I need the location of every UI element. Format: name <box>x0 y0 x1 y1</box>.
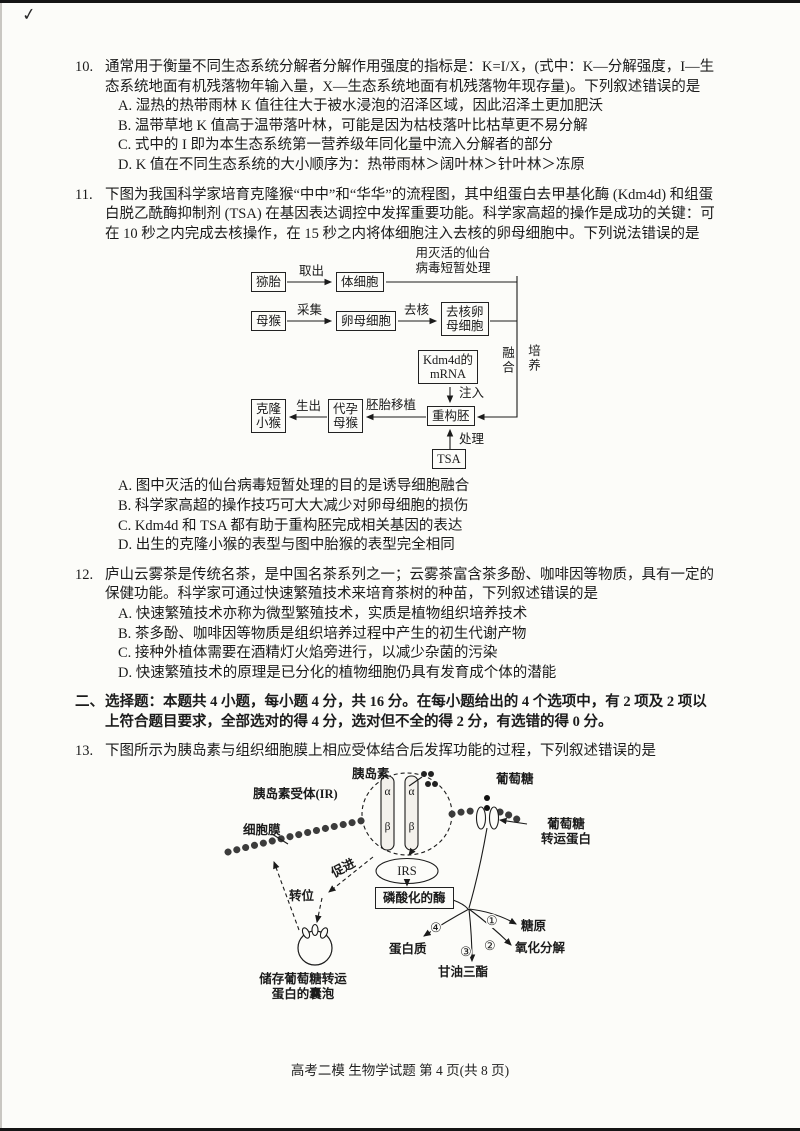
scan-check-mark: ✓ <box>20 4 38 25</box>
question-11-option-d: D. 出生的克隆小猴的表型与图中胎猴的表型完全相同 <box>118 537 455 554</box>
glucose-transporter-left <box>475 806 487 830</box>
enucleated-oocyte-box: 去核卵 母细胞 <box>441 302 489 337</box>
question-13-stem: 下图所示为胰岛素与组织细胞膜上相应受体结合后发挥功能的过程，下列叙述错误的是 <box>105 743 656 760</box>
glucose-transporter-right <box>488 806 500 830</box>
oocyte-box: 卵母细胞 <box>336 311 397 332</box>
inject-label: 注入 <box>459 386 485 401</box>
circled-2: ② <box>484 938 496 954</box>
question-10-option-a: A. 湿热的热带雨林 K 值往往大于被水浸泡的沼泽区域，因此沼泽土更加肥沃 <box>118 98 603 115</box>
insulin-signaling-diagram: α α β β IRS 胰岛素 葡萄糖 胰岛素受体(IR) 细胞膜 葡萄糖 转运… <box>75 762 717 1017</box>
insulin-molecules <box>421 771 438 788</box>
embryo-transfer-label: 胚胎移植 <box>366 398 417 413</box>
question-12-option-b: B. 茶多酚、咖啡因等物质是组织培养过程中产生的初生代谢产物 <box>118 625 527 642</box>
page-content: 10. 通常用于衡量不同生态系统分解者分解作用强度的指标是：K=I/X，(式中：… <box>75 58 717 1027</box>
cloned-monkey-box: 克隆 小猴 <box>251 399 287 434</box>
enucleate-label: 去核 <box>404 303 430 318</box>
insulin-diagram-shapes: α α β β IRS <box>224 771 528 966</box>
question-10: 10. 通常用于衡量不同生态系统分解者分解作用强度的指标是：K=I/X，(式中：… <box>75 58 717 176</box>
monkey-fetus-box: 猕胎 <box>251 272 287 293</box>
kdm4d-mrna-box: Kdm4d的 mRNA <box>418 350 479 385</box>
question-10-option-c: C. 式中的 I 即为本生态系统第一营养级年同化量中流入分解者的部分 <box>118 137 553 154</box>
irs-label: IRS <box>397 864 417 878</box>
mother-monkey-box: 母猴 <box>251 311 287 332</box>
translocate-label: 转位 <box>289 889 315 904</box>
glucose-molecules <box>484 795 490 812</box>
page-footer: 高考二模 生物学试题 第 4 页(共 8 页) <box>290 1063 510 1078</box>
reconstructed-embryo-box: 重构胚 <box>427 406 475 427</box>
surrogate-mother-box: 代孕 母猴 <box>328 399 364 434</box>
alpha-subunit-label-left: α <box>384 786 390 798</box>
question-10-option-d: D. K 值在不同生态系统的大小顺序为：热带雨林＞阔叶林＞针叶林＞冻原 <box>118 156 585 173</box>
glucose-label: 葡萄糖 <box>496 772 534 787</box>
question-13-number: 13. <box>75 743 94 760</box>
question-11-stem: 下图为我国科学家培育克隆猴“中中”和“华华”的流程图，其中组蛋白去甲基化酶 (K… <box>105 186 715 242</box>
promote-translocate-arrows <box>273 856 374 931</box>
insulin-label: 胰岛素 <box>352 767 390 782</box>
glucose-transporter-label: 葡萄糖 转运蛋白 <box>540 817 591 847</box>
question-11-option-b: B. 科学家高超的操作技巧可大大减少对卵母细胞的损伤 <box>118 497 469 514</box>
fuse-label: 融合 <box>500 346 514 376</box>
section-2-instructions: 选择题：本题共 4 小题，每小题 4 分，共 16 分。在每小题给出的 4 个选… <box>105 694 707 730</box>
section-2-number: 二、 <box>75 694 104 711</box>
culture-label: 培养 <box>526 344 540 374</box>
treat-label: 处理 <box>459 432 485 447</box>
insulin-receptor-label: 胰岛素受体(IR) <box>253 787 338 802</box>
oxidation-label: 氧化分解 <box>515 941 566 956</box>
question-12-option-c: C. 接种外植体需要在酒精灯火焰旁进行，以减少杂菌的污染 <box>118 645 498 662</box>
question-10-option-b: B. 温带草地 K 值高于温带落叶林，可能是因为枯枝落叶比枯草更不易分解 <box>118 117 588 134</box>
transporter-pointer-arrow <box>498 817 528 825</box>
birth-label: 生出 <box>296 399 322 414</box>
tsa-box: TSA <box>432 449 466 470</box>
section-2-header: 二、 选择题：本题共 4 小题，每小题 4 分，共 16 分。在每小题给出的 4… <box>75 693 717 732</box>
question-12-option-a: A. 快速繁殖技术亦称为微型繁殖技术，实质是植物组织培养技术 <box>118 605 528 622</box>
receptor-bar-left <box>380 775 395 851</box>
sendai-virus-label: 用灭活的仙台 病毒短暂处理 <box>415 246 491 276</box>
take-out-label: 取出 <box>299 264 325 279</box>
phosphorylated-enzyme-box: 磷酸化的酶 <box>375 887 454 910</box>
membrane-label: 细胞膜 <box>243 823 281 838</box>
circled-1: ① <box>486 913 498 929</box>
question-11-option-a: A. 图中灭活的仙台病毒短暂处理的目的是诱导细胞融合 <box>118 478 470 495</box>
cloning-flowchart-arrows <box>287 276 518 450</box>
question-11: 11. 下图为我国科学家培育克隆猴“中中”和“华华”的流程图，其中组蛋白去甲基化… <box>75 186 717 556</box>
insulin-binding-line <box>408 776 423 787</box>
circled-4: ④ <box>430 920 442 936</box>
question-10-number: 10. <box>75 59 94 75</box>
arrow-fusion-to-embryo <box>476 276 518 421</box>
question-11-number: 11. <box>75 186 93 203</box>
cell-membrane <box>224 807 528 856</box>
protein-label: 蛋白质 <box>389 942 427 957</box>
glucose-path <box>468 827 488 909</box>
beta-subunit-label-left: β <box>385 821 391 833</box>
vesicle-transporters <box>301 924 329 939</box>
question-11-option-c: C. Kdm4d 和 TSA 都有助于重构胚完成相关基因的表达 <box>118 517 463 534</box>
branch-triglyceride <box>468 909 476 963</box>
cloning-flowchart: 用灭活的仙台 病毒短暂处理 猕胎 取出 体细胞 母猴 采集 卵母细胞 去核 去核… <box>75 244 717 477</box>
storage-vesicle-label: 储存葡萄糖转运 蛋白的囊泡 <box>259 972 347 1002</box>
question-13: 13. 下图所示为胰岛素与组织细胞膜上相应受体结合后发挥功能的过程，下列叙述错误… <box>75 742 717 1017</box>
somatic-cell-box: 体细胞 <box>336 272 384 293</box>
question-12: 12. 庐山云雾茶是传统名茶，是中国名茶系列之一；云雾茶富含茶多酚、咖啡因等物质… <box>75 566 717 684</box>
beta-subunit-label-right: β <box>409 821 415 833</box>
branch-protein <box>423 908 470 937</box>
question-10-stem: 通常用于衡量不同生态系统分解者分解作用强度的指标是：K=I/X，(式中：K—分解… <box>105 59 715 95</box>
triglyceride-label: 甘油三酯 <box>438 965 489 980</box>
glycogen-label: 糖原 <box>521 919 547 934</box>
membrane-pointer-line <box>271 833 289 845</box>
question-12-option-d: D. 快速繁殖技术的原理是已分化的植物细胞仍具有发育成个体的潜能 <box>118 664 557 681</box>
arrow-receptor-to-irs <box>408 847 416 856</box>
enzyme-link-line <box>452 899 469 910</box>
question-12-number: 12. <box>75 566 94 583</box>
question-12-stem: 庐山云雾茶是传统名茶，是中国名茶系列之一；云雾茶富含茶多酚、咖啡因等物质，具有一… <box>105 566 714 603</box>
alpha-subunit-label-right: α <box>408 786 414 798</box>
circled-3: ③ <box>460 944 472 960</box>
collect-label: 采集 <box>297 303 323 318</box>
storage-vesicle <box>297 930 333 966</box>
